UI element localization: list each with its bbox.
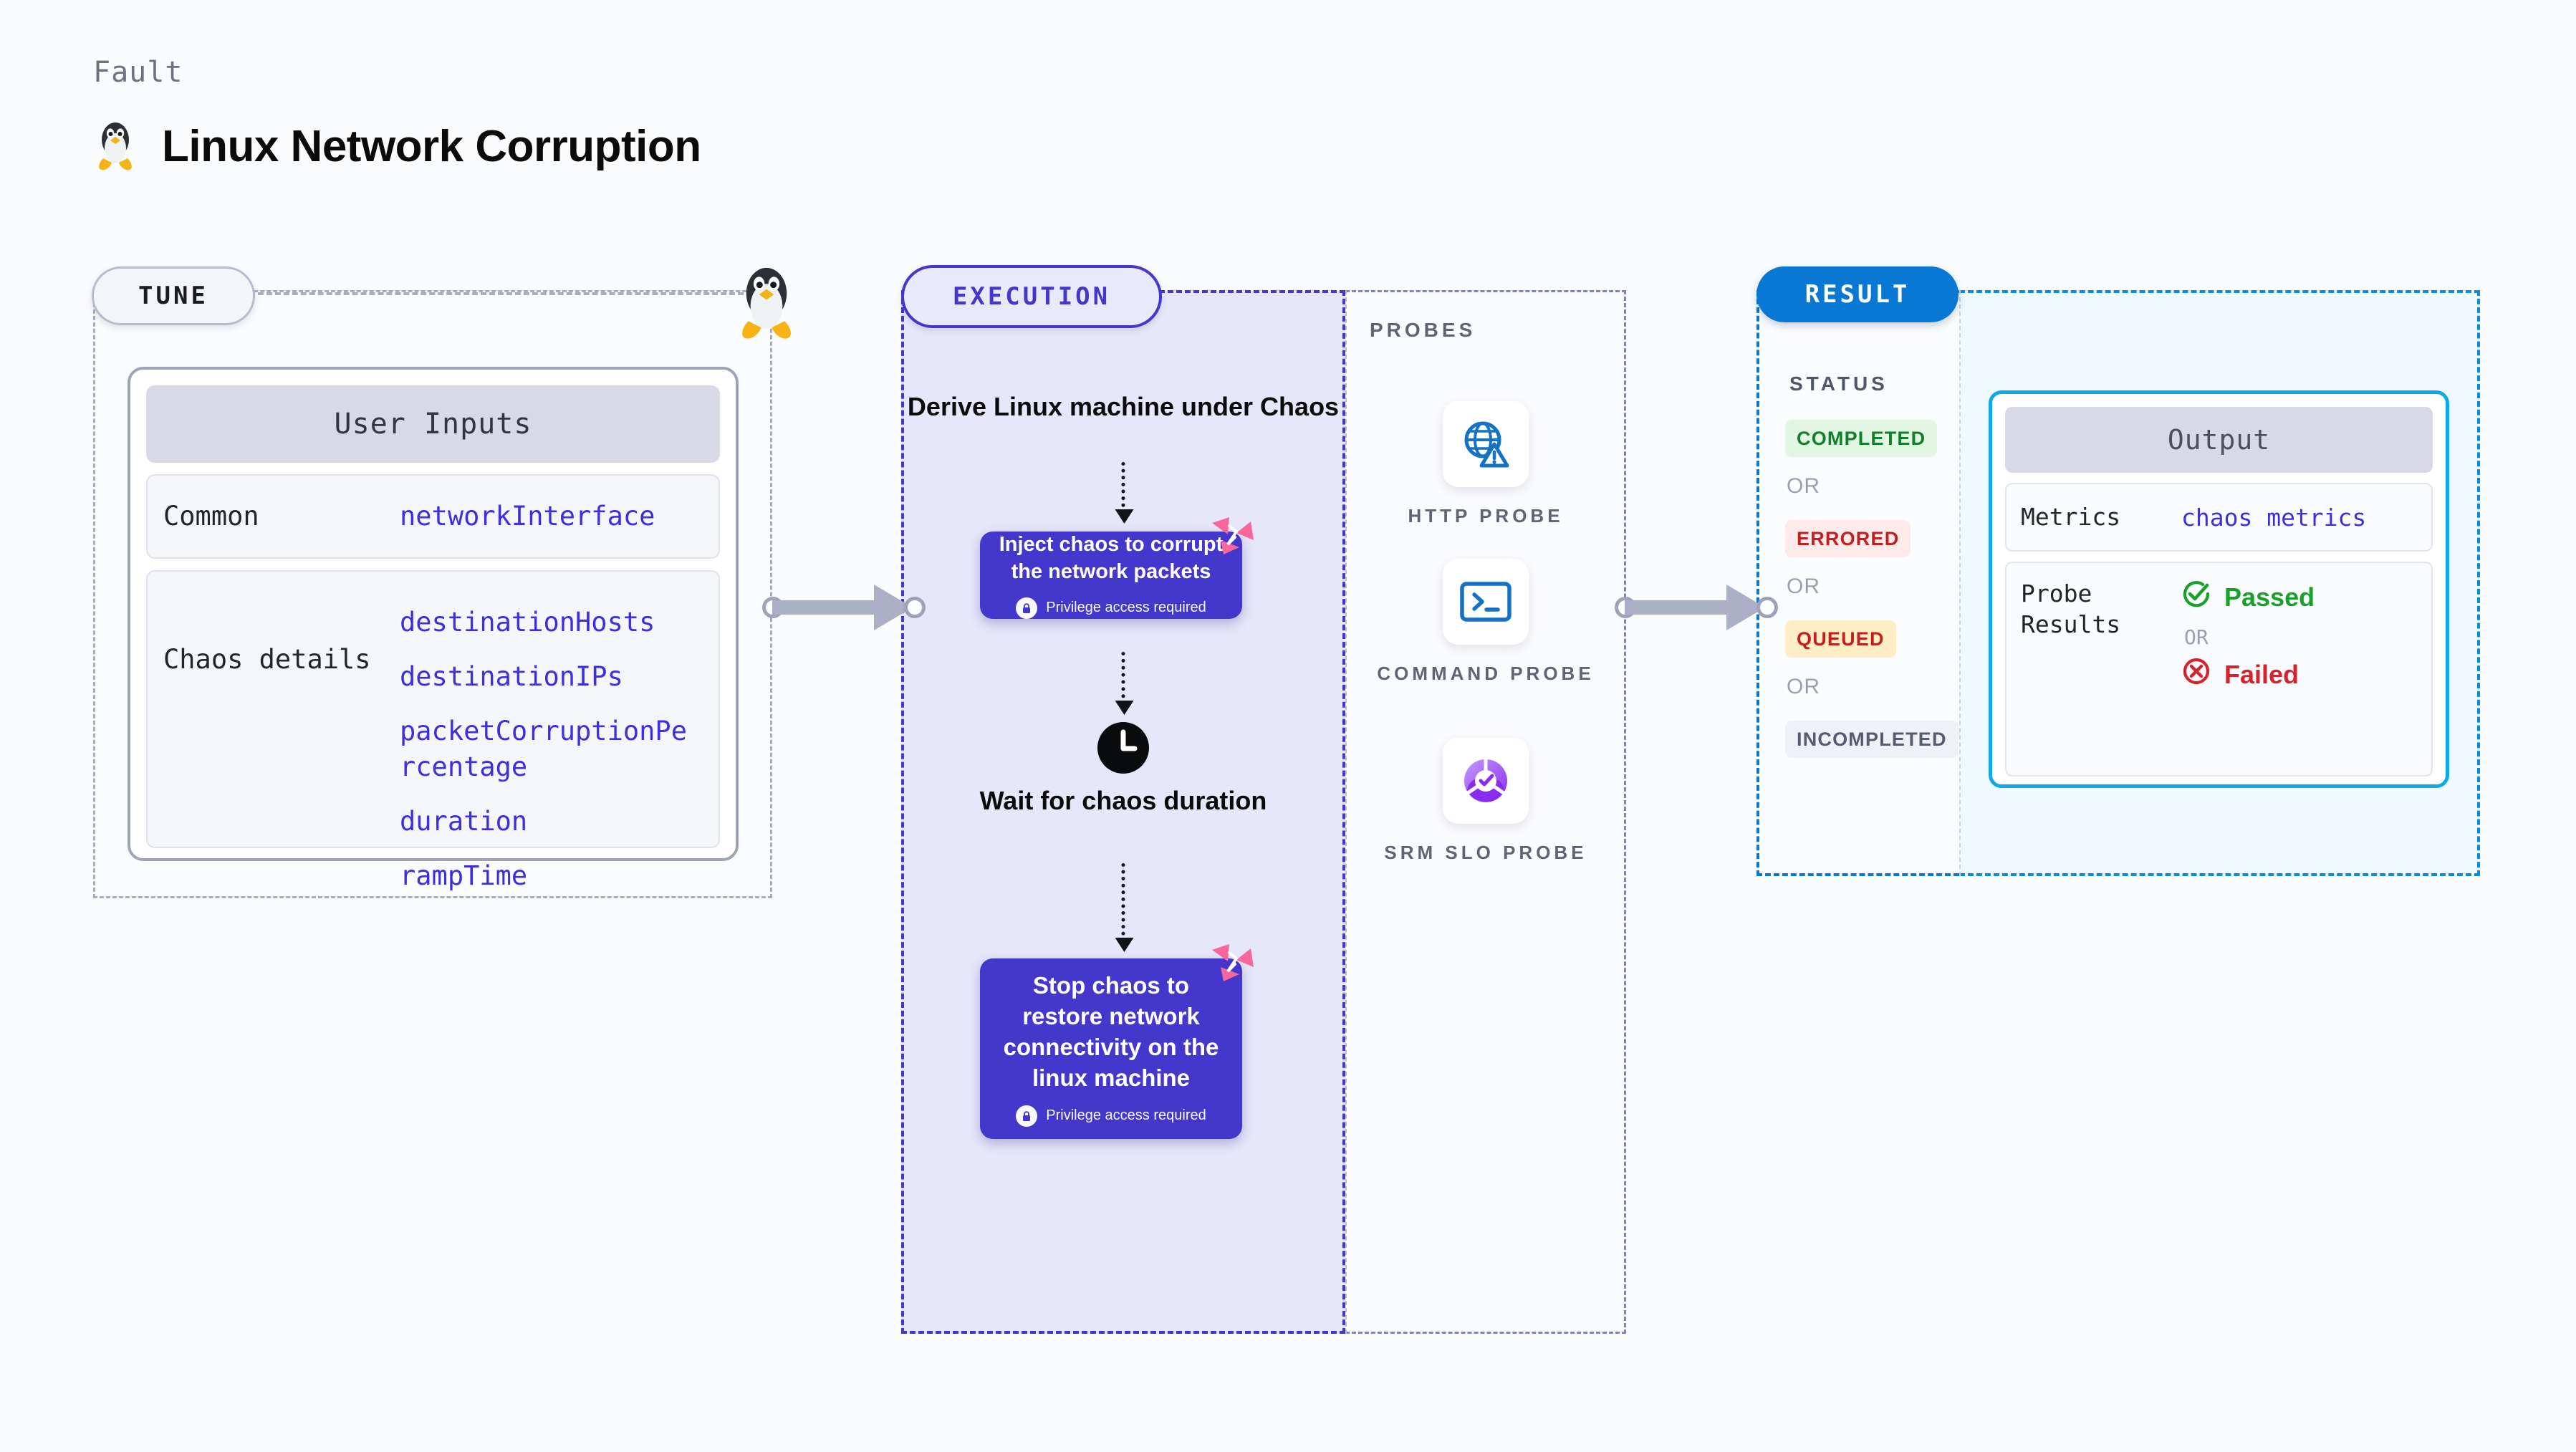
input-value: duration bbox=[400, 805, 528, 837]
user-inputs-card: User Inputs Common networkInterface Chao… bbox=[128, 367, 739, 891]
probe-label: COMMAND PROBE bbox=[1377, 663, 1595, 684]
harness-logo-icon bbox=[1208, 943, 1255, 986]
flow-arrow-icon bbox=[1115, 652, 1134, 715]
flow-arrow-icon bbox=[1115, 462, 1134, 524]
privilege-note: Privilege access required bbox=[1016, 1105, 1206, 1127]
page-title: Linux Network Corruption bbox=[93, 118, 701, 175]
probe-result-failed: Failed bbox=[2181, 656, 2315, 693]
clock-icon bbox=[1095, 720, 1151, 776]
probe-result-passed: Passed bbox=[2181, 579, 2315, 615]
slo-check-donut-icon bbox=[1443, 738, 1529, 824]
input-value: destinationIPs bbox=[400, 660, 623, 692]
status-badge-incompleted: INCOMPLETED bbox=[1785, 721, 1959, 758]
output-row-probe-results: Probe Results Passed OR bbox=[2005, 562, 2433, 777]
output-row-metrics: Metrics chaos metrics bbox=[2005, 483, 2433, 552]
linux-penguin-icon bbox=[732, 261, 801, 340]
input-row-key: Chaos details bbox=[163, 644, 371, 675]
execution-chip[interactable]: EXECUTION bbox=[901, 265, 1162, 328]
probe-result-failed-label: Failed bbox=[2224, 659, 2299, 689]
probe-command[interactable]: COMMAND PROBE bbox=[1345, 559, 1626, 688]
input-row-key: Common bbox=[163, 500, 259, 532]
execution-step-stop-chaos[interactable]: Stop chaos to restore network connectivi… bbox=[980, 944, 1254, 1139]
privilege-text: Privilege access required bbox=[1046, 1107, 1206, 1124]
status-badge-queued: QUEUED bbox=[1785, 620, 1896, 658]
connector-line bbox=[1625, 600, 1739, 615]
probe-label: SRM SLO PROBE bbox=[1384, 842, 1587, 863]
execution-step-inject-chaos[interactable]: Inject chaos to corrupt the network pack… bbox=[980, 517, 1254, 619]
result-chip[interactable]: RESULT bbox=[1756, 266, 1959, 322]
page-title-text: Linux Network Corruption bbox=[162, 122, 701, 171]
status-or-label: OR bbox=[1787, 675, 1820, 698]
input-value: rampTime bbox=[400, 860, 528, 891]
input-value: packetCorruptionPercentage bbox=[400, 715, 687, 782]
input-row-values: networkInterface bbox=[400, 499, 655, 534]
input-row-common: Common networkInterface bbox=[146, 474, 720, 559]
status-section-label: STATUS bbox=[1789, 372, 1888, 395]
execution-flow: Derive Linux machine under Chaos Inject … bbox=[901, 290, 1345, 1334]
check-circle-icon bbox=[2181, 579, 2211, 615]
status-badge-completed: COMPLETED bbox=[1785, 420, 1938, 457]
output-card: Output Metrics chaos metrics Probe Resul… bbox=[1989, 390, 2449, 788]
input-value: destinationHosts bbox=[400, 607, 655, 638]
output-row-key: Metrics bbox=[2021, 502, 2121, 531]
execution-step-derive: Derive Linux machine under Chaos bbox=[907, 392, 1340, 421]
probe-label: HTTP PROBE bbox=[1408, 505, 1564, 527]
status-badge-errored: ERRORED bbox=[1785, 520, 1911, 557]
user-inputs-header: User Inputs bbox=[146, 385, 720, 463]
lock-icon bbox=[1016, 597, 1038, 619]
x-circle-icon bbox=[2181, 656, 2211, 693]
connector-dot bbox=[904, 597, 926, 618]
probes-divider bbox=[1345, 290, 1347, 1334]
step-title: Inject chaos to corrupt the network pack… bbox=[999, 533, 1224, 583]
globe-warning-icon bbox=[1443, 401, 1529, 487]
fault-kicker: Fault bbox=[93, 56, 183, 89]
probe-srm-slo[interactable]: SRM SLO PROBE bbox=[1345, 738, 1626, 867]
linux-penguin-icon bbox=[93, 118, 138, 175]
tune-dashed-connector bbox=[249, 292, 744, 295]
connector-line bbox=[772, 600, 887, 615]
input-row-values: destinationHosts destinationIPs packetCo… bbox=[400, 605, 701, 894]
step-title: Stop chaos to restore network connectivi… bbox=[1003, 972, 1219, 1091]
status-or-label: OR bbox=[1787, 474, 1820, 498]
connector-dot bbox=[1756, 597, 1778, 618]
probes-section-label: PROBES bbox=[1370, 319, 1476, 341]
probe-result-values: Passed OR Failed bbox=[2181, 579, 2315, 693]
output-header: Output bbox=[2005, 407, 2433, 473]
privilege-note: Privilege access required bbox=[1016, 597, 1206, 619]
privilege-text: Privilege access required bbox=[1046, 600, 1206, 616]
harness-logo-icon bbox=[1208, 516, 1255, 559]
terminal-prompt-icon bbox=[1443, 559, 1529, 645]
output-row-value: chaos metrics bbox=[2181, 503, 2367, 532]
probe-http[interactable]: HTTP PROBE bbox=[1345, 401, 1626, 530]
status-or-label: OR bbox=[1787, 574, 1820, 598]
input-row-chaos-details: Chaos details destinationHosts destinati… bbox=[146, 570, 720, 891]
probe-result-or-label: OR bbox=[2184, 625, 2209, 649]
lock-icon bbox=[1016, 1105, 1038, 1127]
status-output-divider bbox=[1959, 290, 1961, 876]
flow-arrow-icon bbox=[1115, 863, 1134, 952]
tune-chip[interactable]: TUNE bbox=[92, 266, 255, 325]
execution-step-wait: Wait for chaos duration bbox=[979, 786, 1267, 815]
probe-result-passed-label: Passed bbox=[2224, 582, 2315, 612]
input-value: networkInterface bbox=[400, 501, 655, 532]
output-row-key: Probe Results bbox=[2021, 580, 2121, 638]
